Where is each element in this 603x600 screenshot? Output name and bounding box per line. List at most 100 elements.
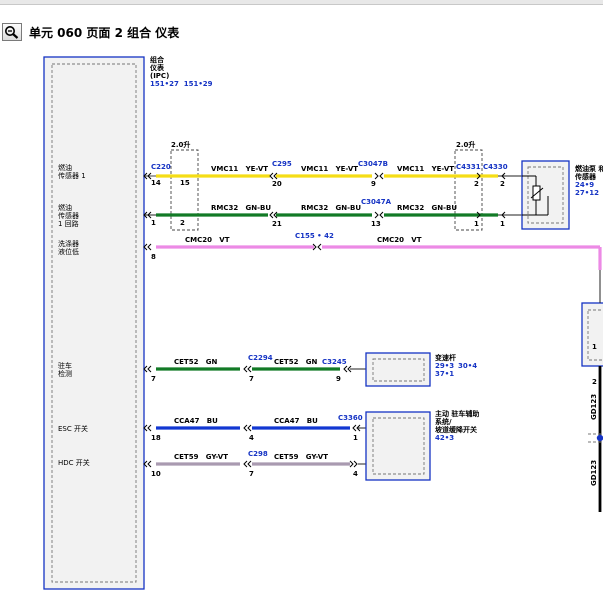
pin-w1-mid2: 9 [371, 180, 376, 188]
pin-w1-mid1: 20 [272, 180, 282, 188]
shifter-box[interactable] [365, 352, 431, 387]
pin-label-fuel-return-line-3: 1 回路 [58, 219, 79, 228]
conn-c295[interactable]: C295 [272, 160, 292, 168]
pin-label-washer-low-line-2: 液位低 [58, 247, 79, 256]
aux-switch-inner [372, 417, 425, 475]
label-w1-seg3: VMC11 YE-VT [397, 165, 454, 173]
connector-marks [143, 172, 506, 468]
pin-w2-right-a: 1 [474, 220, 479, 228]
aux-switch-ref[interactable]: 42•3 [435, 434, 454, 442]
conn-c3360[interactable]: C3360 [338, 414, 363, 422]
right-pin-a: 1 [592, 343, 597, 351]
right-pin-b: 2 [592, 378, 597, 386]
conn-c4331[interactable]: C4331 [456, 163, 481, 171]
pin-label-fuel-sensor-1-line-2: 传感器 1 [58, 171, 86, 180]
label-w3-seg1: CMC20 VT [185, 236, 230, 244]
pin-w4-mid: 7 [249, 375, 254, 383]
label-w5-seg2: CCA47 BU [274, 417, 318, 425]
pin-label-hdc-switch: HDC 开关 [58, 458, 90, 467]
label-w2-seg3: RMC32 GN-BU [397, 204, 457, 212]
splice-label-right: 2.0升 [456, 140, 475, 149]
right-component-inner [587, 309, 603, 361]
splice-label-left: 2.0升 [171, 140, 190, 149]
pin-w1-right-b: 2 [500, 180, 505, 188]
aux-switch-label-line-1: 主动 驻车辅助 [435, 409, 479, 418]
pin-w2-mid2: 13 [371, 220, 381, 228]
window-top-border [0, 0, 603, 5]
page-header: 单元 060 页面 2 组合 仪表 [0, 21, 603, 45]
pin-w6-left: 10 [151, 470, 161, 478]
fuel-sender-resistor-icon [522, 175, 549, 216]
splice-node-gd123 [596, 434, 603, 442]
shifter-label: 变速杆 [435, 353, 456, 362]
pin-w2-splice: 2 [180, 219, 185, 227]
module-refs[interactable]: 151•27 151•29 [150, 80, 213, 88]
label-w6-seg1: CET59 GY-VT [174, 453, 228, 461]
conn-c3047b[interactable]: C3047B [358, 160, 388, 168]
fuel-sender-label-line-2: 传感器 [574, 172, 597, 181]
pin-label-fuel-sensor-1-line-1: 燃油 [58, 163, 72, 172]
pin-w6-right: 4 [353, 470, 358, 478]
pin-w4-right: 9 [336, 375, 341, 383]
right-wire-label-a: GD123 [590, 394, 598, 420]
label-w4-seg2: CET52 GN [274, 358, 317, 366]
shifter-ref-1[interactable]: 29•3 [435, 362, 454, 370]
zoom-button[interactable] [2, 23, 22, 41]
label-w2-seg2: RMC32 GN-BU [301, 204, 361, 212]
fuel-sender-ref-2[interactable]: 27•12 [575, 189, 599, 197]
module-name-line-1: 组合 [150, 55, 165, 64]
label-w5-seg1: CCA47 BU [174, 417, 218, 425]
pin-w2-mid1: 21 [272, 220, 282, 228]
aux-switch-box[interactable] [365, 411, 431, 481]
conn-c3047a[interactable]: C3047A [361, 198, 392, 206]
shifter-ref-3[interactable]: 30•4 [458, 362, 477, 370]
pin-label-fuel-return-line-2: 传感器 [58, 211, 79, 220]
ipc-module-inner-outline [51, 63, 137, 583]
pin-w5-left: 18 [151, 434, 161, 442]
pin-w5-right: 1 [353, 434, 358, 442]
inline-connector-c155-mark [312, 243, 322, 251]
magnifier-icon [5, 26, 19, 39]
conn-c4330[interactable]: C4330 [483, 163, 508, 171]
pin-w3-left: 8 [151, 253, 156, 261]
splice-box-left [170, 149, 199, 231]
right-wire-label-b: GD123 [590, 460, 598, 486]
shifter-ref-2[interactable]: 37•1 [435, 370, 454, 378]
fuel-sender-label-line-1: 燃油泵 和 [574, 164, 603, 173]
label-w2-seg1: RMC32 GN-BU [211, 204, 271, 212]
page-title: 单元 060 页面 2 组合 仪表 [29, 26, 180, 40]
pin-label-park-detect-line-2: 检测 [58, 369, 72, 378]
label-w1-seg1: VMC11 YE-VT [211, 165, 268, 173]
conn-c155[interactable]: C155 • 42 [295, 232, 334, 240]
fuel-sender-inner [527, 166, 564, 224]
pin-w1-right-a: 2 [474, 180, 479, 188]
right-component-box[interactable] [581, 302, 603, 367]
pin-w6-mid: 7 [249, 470, 254, 478]
fuel-sender-ref-1[interactable]: 24•9 [575, 181, 594, 189]
pin-w2-left: 1 [151, 219, 156, 227]
pin-label-fuel-return-line-1: 燃油 [58, 203, 72, 212]
pin-w4-left: 7 [151, 375, 156, 383]
pin-w5-mid: 4 [249, 434, 254, 442]
pin-label-washer-low-line-1: 洗涤器 [58, 239, 79, 248]
conn-c298[interactable]: C298 [248, 450, 268, 458]
label-w6-seg2: CET59 GY-VT [274, 453, 328, 461]
conn-c2294[interactable]: C2294 [248, 354, 273, 362]
aux-switch-label-line-2: 系统/ [435, 417, 452, 426]
splice-box-right [454, 149, 483, 231]
module-name-line-2: 仪表 [149, 63, 165, 72]
label-w1-seg2: VMC11 YE-VT [301, 165, 358, 173]
shifter-inner [372, 358, 425, 382]
label-w4-seg1: CET52 GN [174, 358, 217, 366]
conn-c220[interactable]: C220 [151, 163, 171, 171]
conn-c3245[interactable]: C3245 [322, 358, 347, 366]
fuel-sender-box[interactable] [521, 160, 570, 230]
pin-label-esc-switch: ESC 开关 [58, 424, 88, 433]
label-w3-seg2: CMC20 VT [377, 236, 422, 244]
aux-switch-label-line-3: 坡道缓降开关 [435, 425, 477, 434]
wire-cmc20[interactable] [156, 245, 602, 270]
pin-w2-right-b: 1 [500, 220, 505, 228]
pin-label-park-detect-line-1: 驻车 [58, 361, 72, 370]
pin-w1-splice: 15 [180, 179, 190, 187]
